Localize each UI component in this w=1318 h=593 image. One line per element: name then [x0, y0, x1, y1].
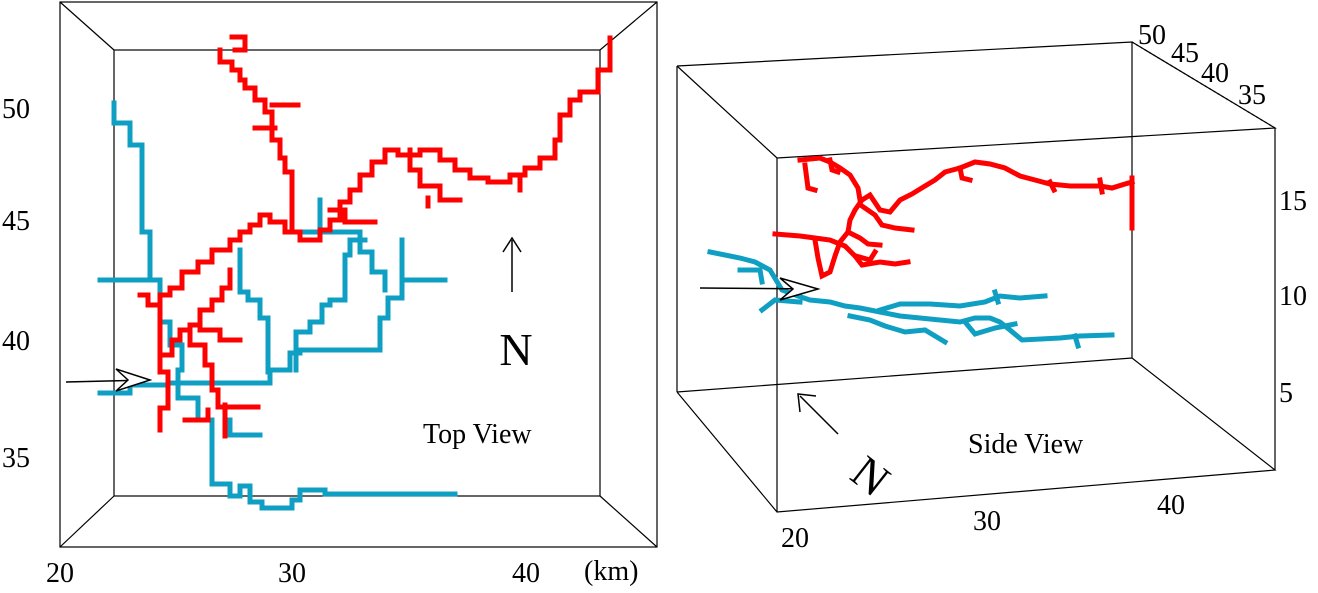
red-path	[157, 35, 613, 373]
blue-path	[237, 247, 271, 375]
blue-path	[991, 288, 1002, 306]
red-path	[957, 165, 974, 184]
top-view-x-tick: 40	[512, 558, 540, 589]
top-view-label: Top View	[423, 419, 532, 450]
top-view-panel: N Top View 20 30 40 (km) 35 40 45 50	[2, 1, 658, 589]
side-view-bottom-face	[676, 357, 1277, 513]
top-view-corner-line	[59, 495, 115, 548]
side-view-panel: N Side View 20 30 40 5 10 15 35 40 45 50	[676, 20, 1307, 554]
blue-path	[293, 237, 368, 373]
side-view-z-tick: 5	[1279, 378, 1293, 409]
red-path	[844, 228, 883, 248]
side-view-y-tick: 45	[1171, 38, 1199, 69]
blue-path	[707, 249, 1115, 343]
blue-path	[758, 297, 803, 314]
side-view-z-tick: 10	[1279, 281, 1307, 312]
red-path	[197, 327, 243, 343]
top-view-north-label: N	[499, 324, 532, 375]
red-path	[182, 407, 211, 423]
red-path	[772, 231, 911, 268]
side-view-y-tick: 50	[1138, 20, 1166, 51]
blue-path	[961, 318, 1018, 337]
top-view-x-tick: 20	[46, 558, 74, 589]
side-view-z-tick: 15	[1279, 186, 1307, 217]
side-view-north-arrow-icon	[797, 393, 839, 435]
red-path	[858, 202, 915, 233]
red-path	[327, 207, 378, 225]
top-view-north-arrow-icon	[502, 236, 522, 292]
top-view-y-tick: 40	[2, 326, 30, 357]
top-view-corner-line	[59, 1, 115, 51]
top-view-y-tick: 35	[2, 443, 30, 474]
side-view-y-tick: 40	[1201, 58, 1229, 89]
red-path	[812, 159, 1136, 280]
top-view-y-tick: 50	[2, 94, 30, 125]
top-view-entry-arrow	[65, 368, 153, 392]
red-path	[1097, 177, 1105, 195]
side-view-entry-arrow	[699, 277, 821, 301]
side-view-x-tick: 40	[1157, 490, 1185, 521]
red-path	[187, 327, 261, 410]
red-path	[217, 47, 295, 235]
red-path	[407, 147, 463, 203]
red-path	[1046, 178, 1058, 194]
side-view-red-network	[772, 155, 1136, 280]
red-path	[157, 267, 233, 433]
blue-path	[876, 293, 1048, 314]
blue-path	[737, 267, 765, 285]
blue-path	[97, 382, 171, 396]
side-view-north-label: N	[842, 446, 900, 507]
top-view-y-tick: 45	[2, 206, 30, 237]
side-view-x-tick: 30	[973, 506, 1001, 537]
blue-path	[1071, 332, 1082, 350]
red-path	[229, 34, 248, 53]
red-path	[852, 248, 879, 263]
side-view-y-tick: 35	[1238, 80, 1266, 111]
blue-path	[227, 417, 263, 438]
side-view-label: Side View	[968, 429, 1084, 460]
top-view-corner-line	[599, 495, 658, 548]
blue-path	[847, 313, 949, 346]
top-view-outer-frame	[59, 1, 658, 548]
top-view-x-tick: 30	[278, 558, 306, 589]
red-path	[827, 157, 842, 176]
red-path	[797, 155, 863, 203]
top-view-red-network	[137, 34, 613, 439]
red-path	[137, 292, 163, 308]
side-view-x-tick: 20	[781, 523, 809, 554]
top-view-unit-label: (km)	[584, 556, 638, 587]
side-view-blue-network	[707, 249, 1115, 350]
red-path	[802, 162, 819, 194]
blue-path	[307, 229, 388, 293]
